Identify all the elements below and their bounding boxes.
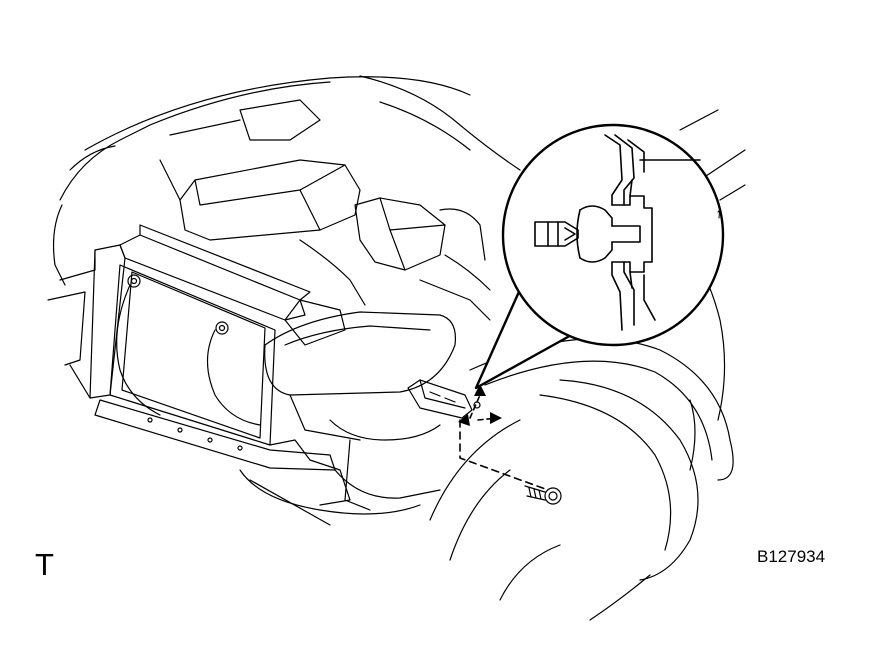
radiator-support <box>47 224 351 506</box>
arrow-head-left <box>458 414 470 426</box>
clip-detail <box>534 134 701 331</box>
callout-circle <box>501 123 725 347</box>
headlamp-mount-bracket <box>407 379 481 419</box>
headlamp-assembly <box>239 311 457 526</box>
detail-callout <box>474 123 725 390</box>
figure-code: B127934 <box>757 547 826 566</box>
engine-compartment <box>159 99 491 321</box>
arrow-head-right <box>490 412 502 424</box>
arrow-heads <box>458 384 502 426</box>
vehicle-body-outline <box>52 75 746 481</box>
corner-mark: T <box>35 547 54 582</box>
wheel <box>429 379 699 621</box>
arrow-head-up <box>474 384 486 396</box>
installation-arrows <box>459 394 549 491</box>
bolt <box>524 485 562 505</box>
